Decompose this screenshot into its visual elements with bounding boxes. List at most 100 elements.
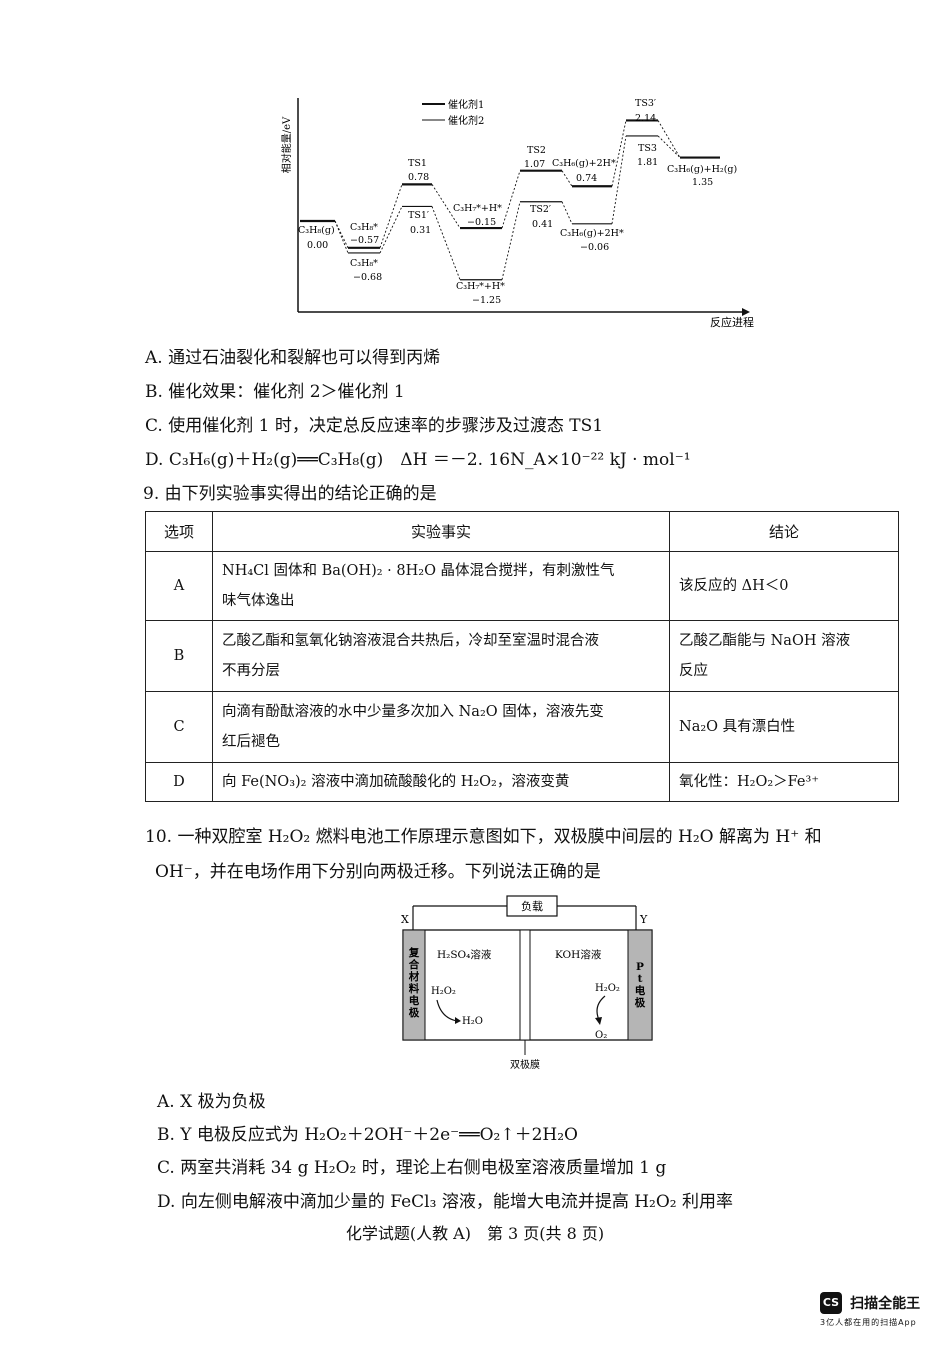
label-ts2: TS2	[527, 145, 546, 156]
left-arrow-head	[455, 1017, 461, 1024]
page-footer: 化学试题(人教 A) 第 3 页(共 8 页)	[345, 1224, 605, 1243]
label-c3h8g-val: 0.00	[307, 240, 328, 251]
label-c3h8s-2: C₃H₈*	[350, 258, 378, 269]
row-fact: 向 Fe(NO₃)₂ 溶液中滴加硫酸酸化的 H₂O₂，溶液变黄	[212, 762, 670, 802]
level-labels: C₃H₈(g) 0.00 C₃H₈* −0.57 C₃H₈* −0.68 TS1…	[298, 98, 737, 306]
row-option: D	[145, 762, 213, 802]
connector-1-4	[501, 170, 521, 229]
row-fact: 乙酸乙酯和氢氧化钠溶液混合共热后，冷却至室温时混合液不再分层	[212, 620, 670, 692]
q8-option-d: D. C₃H₆(g)＋H₂(g)══C₃H₈(g) ΔH ＝－2. 16N_A×…	[145, 450, 691, 470]
q10-option-d: D. 向左侧电解液中滴加少量的 FeCl₃ 溶液，能增大电流并提高 H₂O₂ 利…	[157, 1192, 734, 1212]
table-header-row: 选项 实验事实 结论	[145, 511, 899, 552]
row-conclusion: 乙酸乙酯能与 NaOH 溶液反应	[669, 620, 899, 692]
x-axis-label: 反应进程	[710, 315, 754, 329]
q10-option-c: C. 两室共消耗 34 g H₂O₂ 时，理论上右侧电极室溶液质量增加 1 g	[157, 1158, 667, 1178]
left-solution-label: H₂SO₄溶液	[437, 948, 492, 961]
label-c3h6-1: C₃H₆(g)+2H*	[552, 158, 616, 169]
fact-line: NH₄Cl 固体和 Ba(OH)₂ · 8H₂O 晶体混合搅拌，有刺激性气	[222, 563, 615, 579]
right-product-label: O₂	[595, 1030, 607, 1041]
label-ts1-val: 0.78	[408, 172, 429, 183]
row-fact: 向滴有酚酞溶液的水中少量多次加入 Na₂O 固体，溶液先变红后褪色	[212, 691, 670, 763]
row-conclusion: Na₂O 具有漂白性	[669, 691, 899, 763]
bipolar-membrane	[519, 929, 531, 1041]
q10-stem-line2: OH⁻，并在电场作用下分别向两极迁移。下列说法正确的是	[155, 862, 601, 882]
fact-line: 乙酸乙酯和氢氧化钠溶液混合共热后，冷却至室温时混合液	[222, 633, 599, 649]
legend-label-catalyst-2: 催化剂2	[448, 114, 484, 127]
label-c3h8s-1: C₃H₈*	[350, 222, 378, 233]
left-electrode-label: 复合材料电极	[408, 946, 420, 1019]
connector-1-2	[379, 184, 403, 248]
label-c3h8s-1-val: −0.57	[350, 235, 379, 246]
connector-1-5	[561, 170, 573, 187]
header-fact: 实验事实	[212, 511, 670, 552]
conclusion-line: 氧化性：H₂O₂＞Fe³⁺	[679, 774, 819, 790]
label-prod-val: 1.35	[692, 177, 713, 188]
q8-option-a: A. 通过石油裂化和裂解也可以得到丙烯	[145, 348, 441, 368]
connector-2-6	[611, 135, 627, 224]
label-c3h7-1: C₃H₇*+H*	[453, 203, 502, 214]
row-option: C	[145, 691, 213, 763]
connector-2-3	[431, 206, 461, 280]
table-row: D 向 Fe(NO₃)₂ 溶液中滴加硫酸酸化的 H₂O₂，溶液变黄 氧化性：H₂…	[145, 762, 899, 802]
scanner-logo-icon: CS	[820, 1292, 842, 1314]
fact-line: 不再分层	[222, 663, 280, 679]
table-row: B 乙酸乙酯和氢氧化钠溶液混合共热后，冷却至室温时混合液不再分层 乙酸乙酯能与 …	[145, 620, 899, 692]
label-prod: C₃H₆(g)+H₂(g)	[667, 164, 737, 175]
connector-2-5	[561, 201, 573, 225]
left-reaction-arrow	[436, 999, 458, 1022]
label-ts3p-val: 2.14	[635, 113, 656, 124]
conclusion-line: 反应	[679, 663, 708, 679]
q8-option-b: B. 催化效果：催化剂 2＞催化剂 1	[145, 382, 405, 402]
left-reactant-label: H₂O₂	[431, 986, 456, 997]
label-c3h6-2-val: −0.06	[580, 242, 609, 253]
table-row: C 向滴有酚酞溶液的水中少量多次加入 Na₂O 固体，溶液先变红后褪色 Na₂O…	[145, 691, 899, 763]
label-ts1: TS1	[408, 158, 427, 169]
label-c3h8g: C₃H₈(g)	[298, 225, 335, 236]
q10-option-b: B. Y 电极反应式为 H₂O₂＋2OH⁻＋2e⁻══O₂↑＋2H₂O	[157, 1125, 578, 1145]
connector-1-3	[431, 184, 461, 229]
x-terminal-label: X	[401, 913, 409, 926]
label-c3h8s-2-val: −0.68	[353, 272, 382, 283]
load-label: 负载	[521, 899, 543, 913]
connector-2-7	[657, 135, 681, 158]
label-c3h7-2: C₃H₇*+H*	[456, 281, 505, 292]
header-conclusion: 结论	[669, 511, 899, 552]
energy-diagram: 相对能量/eV 反应进程 催化剂1 催化剂2 C₃H₈(g) 0.00 C₃H₈…	[280, 98, 754, 329]
fact-line: 红后褪色	[222, 734, 280, 750]
label-ts3p: TS3′	[635, 98, 656, 109]
label-ts2p-val: 0.41	[532, 219, 553, 230]
left-product-label: H₂O	[462, 1016, 483, 1027]
label-ts2-val: 1.07	[524, 159, 545, 170]
y-terminal-label: Y	[639, 913, 648, 926]
conclusion-line: 乙酸乙酯能与 NaOH 溶液	[679, 633, 851, 649]
header-option: 选项	[145, 511, 213, 552]
row-fact: NH₄Cl 固体和 Ba(OH)₂ · 8H₂O 晶体混合搅拌，有刺激性气味气体…	[212, 551, 670, 621]
q10-option-a: A. X 极为负极	[157, 1092, 266, 1112]
connector-2-2	[379, 206, 403, 254]
row-option: A	[145, 551, 213, 621]
q10-stem-line1: 10. 一种双腔室 H₂O₂ 燃料电池工作原理示意图如下，双极膜中间层的 H₂O…	[145, 827, 822, 847]
label-ts1p: TS1′	[408, 210, 429, 221]
label-ts1p-val: 0.31	[410, 225, 431, 236]
label-ts2p: TS2′	[530, 204, 551, 215]
label-ts3-val: 1.81	[637, 157, 658, 168]
scanner-tagline: 3亿人都在用的扫描App	[820, 1318, 917, 1327]
row-conclusion: 氧化性：H₂O₂＞Fe³⁺	[669, 762, 899, 802]
scanner-name: 扫描全能王	[850, 1296, 921, 1312]
conclusion-line: 该反应的 ΔH＜0	[679, 578, 789, 594]
fact-line: 向 Fe(NO₃)₂ 溶液中滴加硫酸酸化的 H₂O₂，溶液变黄	[222, 774, 570, 790]
right-solution-label: KOH溶液	[555, 948, 602, 961]
left-electrode	[402, 929, 426, 1041]
connector-2-4	[501, 201, 521, 280]
y-axis-label: 相对能量/eV	[280, 116, 293, 173]
fact-line: 味气体逸出	[222, 593, 295, 609]
label-c3h6-2: C₃H₆(g)+2H*	[560, 228, 624, 239]
conclusion-line: Na₂O 具有漂白性	[679, 719, 796, 735]
row-conclusion: 该反应的 ΔH＜0	[669, 551, 899, 621]
q8-option-c: C. 使用催化剂 1 时，决定总反应速率的步骤涉及过渡态 TS1	[145, 416, 604, 436]
catalyst-2-profile	[300, 135, 720, 281]
membrane-label: 双极膜	[510, 1058, 540, 1071]
right-reactant-label: H₂O₂	[595, 983, 620, 994]
